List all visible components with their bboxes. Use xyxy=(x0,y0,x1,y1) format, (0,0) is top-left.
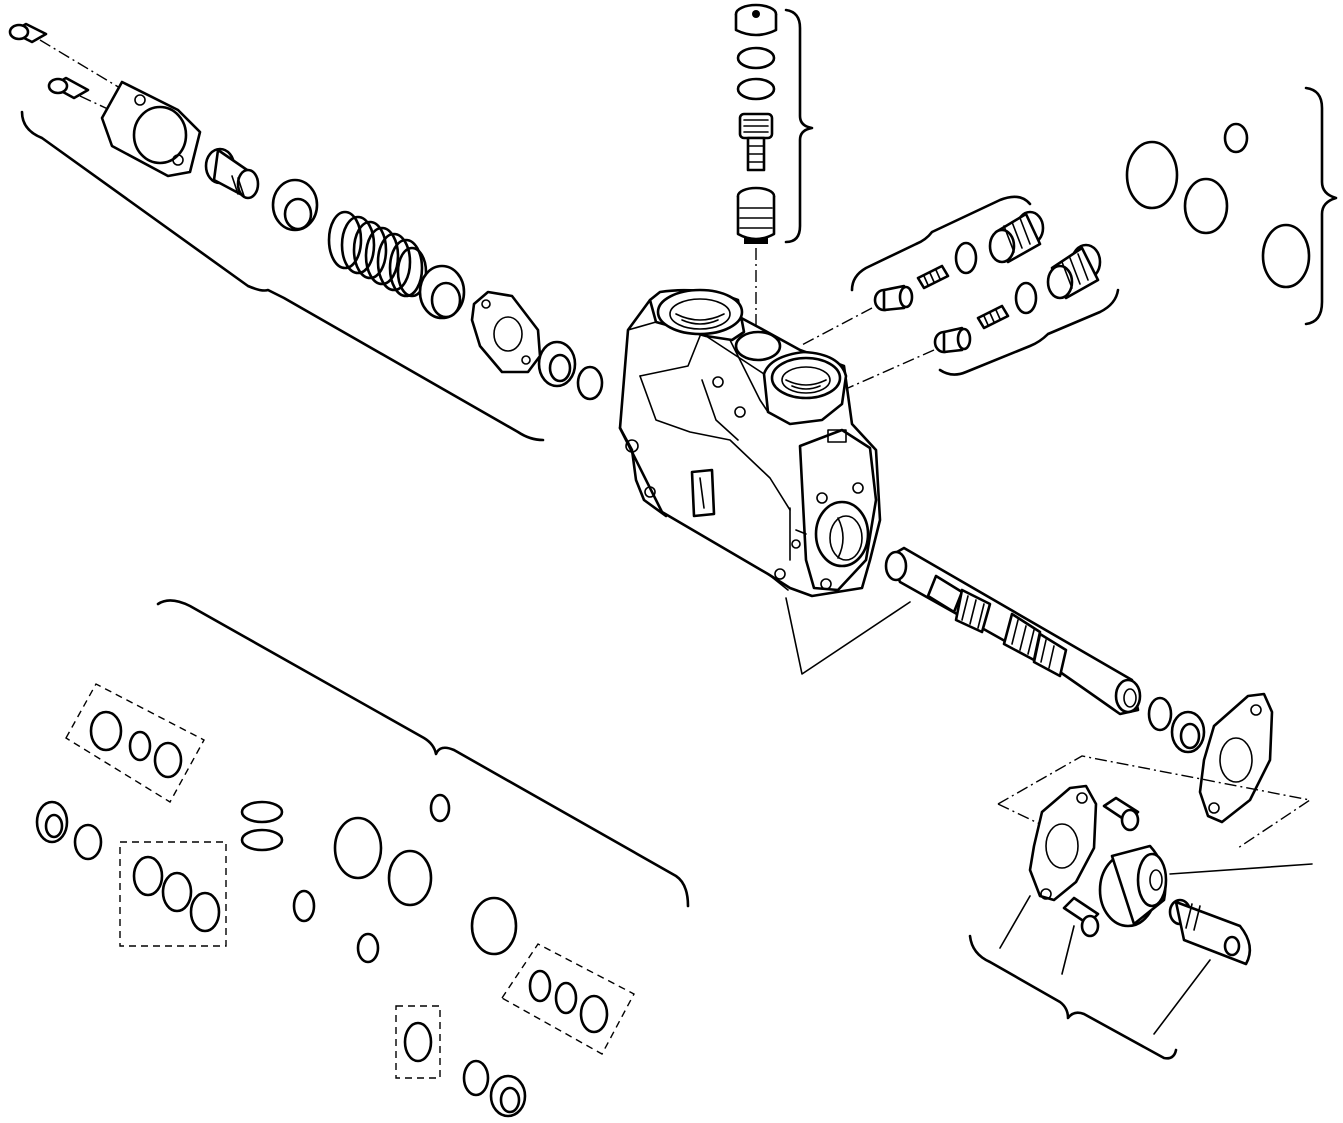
o-ring xyxy=(73,823,103,861)
check-valve-stack xyxy=(734,3,814,338)
cap-screw-1 xyxy=(8,22,48,44)
relief-valve-group xyxy=(799,195,1120,389)
o-ring xyxy=(1014,281,1038,315)
valve-plug xyxy=(734,3,778,37)
seal-kit-bracket xyxy=(156,599,690,908)
oring-set-top-right xyxy=(1125,86,1338,326)
left-cap-assembly xyxy=(8,22,604,442)
o-ring xyxy=(736,46,776,70)
poppet xyxy=(738,112,774,172)
flange-plate xyxy=(470,290,542,374)
o-ring xyxy=(333,816,383,880)
body-leader xyxy=(785,597,911,675)
cap-kit xyxy=(968,755,1313,1060)
kit-screw-2 xyxy=(1062,896,1100,938)
relief-plug-lower xyxy=(1046,243,1102,300)
return-spring xyxy=(327,210,428,298)
o-ring xyxy=(1147,696,1173,732)
left-assembly-bracket xyxy=(20,110,545,442)
oring-group-a xyxy=(65,683,205,803)
spool-cap xyxy=(100,80,202,178)
check-spring-body xyxy=(736,186,776,244)
kit-screw-1 xyxy=(1102,796,1140,832)
spool-end-cap xyxy=(1098,844,1168,928)
relief-poppet-upper xyxy=(873,284,914,312)
end-flange xyxy=(1198,692,1274,824)
cap-screw-2 xyxy=(47,76,90,100)
spool-washer xyxy=(271,178,319,232)
o-ring xyxy=(429,793,451,823)
oring-group-b xyxy=(119,841,227,947)
oring-set-brace xyxy=(1304,86,1338,326)
spring-seat xyxy=(204,147,260,200)
seal-left xyxy=(35,800,69,844)
o-ring xyxy=(462,1059,490,1097)
main-spool xyxy=(884,546,1142,716)
oring-group-d xyxy=(395,1005,441,1079)
seal-kit xyxy=(35,599,690,1118)
o-ring xyxy=(356,932,380,964)
o-ring xyxy=(954,241,978,275)
valve-body xyxy=(618,288,882,598)
lip-seal xyxy=(537,340,577,388)
o-ring xyxy=(292,889,316,923)
seal-right xyxy=(489,1074,527,1118)
relief-spring-upper xyxy=(916,264,950,290)
spool-end-stud xyxy=(1168,898,1252,966)
spring-retainer xyxy=(418,264,466,320)
o-ring xyxy=(470,896,518,956)
relief-lower-bracket xyxy=(938,288,1120,376)
o-ring xyxy=(387,849,433,907)
o-ring xyxy=(576,365,604,401)
backup-ring xyxy=(736,77,776,101)
kit-flange xyxy=(1028,784,1098,902)
relief-spring-lower xyxy=(976,304,1010,330)
backup-ring xyxy=(240,800,284,824)
backup-ring xyxy=(240,828,284,852)
oring-group-c xyxy=(500,943,635,1055)
relief-upper-bracket xyxy=(850,195,1032,292)
relief-poppet-lower xyxy=(933,326,972,354)
spool-seal xyxy=(1170,710,1206,754)
check-stack-brace xyxy=(784,8,814,244)
relief-plug-upper xyxy=(988,210,1045,264)
cap-kit-bracket xyxy=(968,934,1178,1060)
